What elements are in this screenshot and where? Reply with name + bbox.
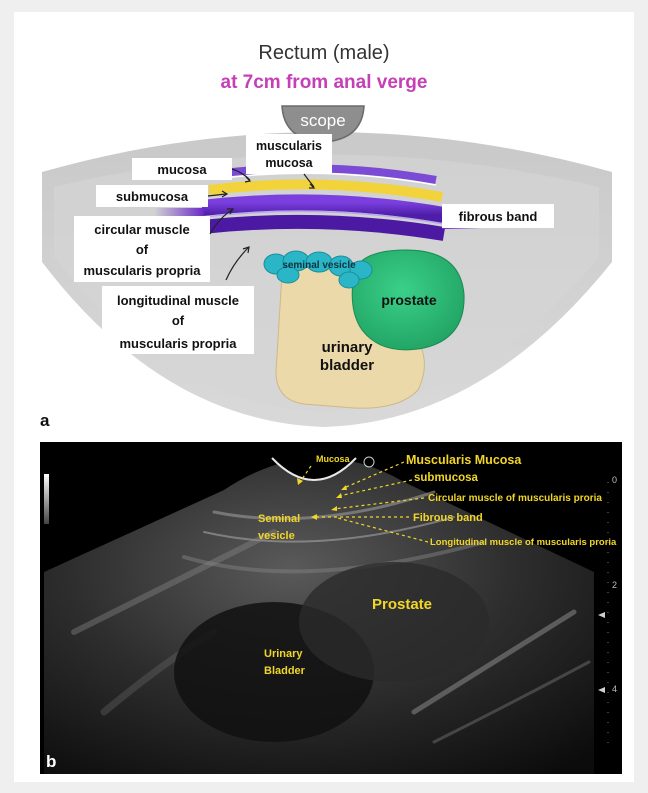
probe-arc <box>272 458 356 480</box>
us-longitudinal-label: Longitudinal muscle of muscularis proria <box>430 537 617 548</box>
ultrasound-sector <box>44 458 594 774</box>
depth-marker-2 <box>598 687 605 693</box>
depth-marker-1 <box>598 612 605 618</box>
prostate-region <box>299 562 489 682</box>
svg-text:fibrous band: fibrous band <box>459 209 538 224</box>
scope-label: scope <box>300 111 345 130</box>
label-box-submucosa: submucosa <box>96 185 208 207</box>
depth-label-4: 4 <box>612 684 617 694</box>
bladder-dark-region <box>174 602 374 742</box>
svg-text:of: of <box>172 313 185 328</box>
label-box-muscularis-mucosa: muscularis mucosa <box>246 134 332 174</box>
figure-card: scope Rectum (male) at 7cm from anal ver… <box>14 12 634 782</box>
ultrasound-leader-arrowheads <box>297 478 347 520</box>
us-submucosa-label: submucosa <box>414 472 479 484</box>
svg-text:mucosa: mucosa <box>265 156 313 170</box>
svg-text:of: of <box>136 242 149 257</box>
us-seminal-label-line1: Seminal <box>258 513 300 525</box>
us-bladder-label-line2: Bladder <box>264 665 306 677</box>
depth-label-0: 0 <box>612 475 617 485</box>
seminal-vesicle-label: seminal vesicle <box>282 260 356 271</box>
svg-text:mucosa: mucosa <box>157 162 207 177</box>
us-mucosa-label: Mucosa <box>316 454 351 464</box>
panel-a-subtitle: at 7cm from anal verge <box>221 72 428 93</box>
panel-b-letter: b <box>46 752 56 771</box>
svg-text:muscularis propria: muscularis propria <box>83 263 201 278</box>
us-muscularis-mucosa-label: Muscularis Mucosa <box>406 453 522 467</box>
svg-text:submucosa: submucosa <box>116 189 189 204</box>
depth-label-2: 2 <box>612 580 617 590</box>
focus-marker <box>364 457 374 467</box>
tissue-texture <box>74 492 589 742</box>
us-fibrous-label: Fibrous band <box>413 512 483 524</box>
label-box-fibrous-band: fibrous band <box>442 204 554 228</box>
label-box-mucosa: mucosa <box>132 158 232 180</box>
us-circular-label: Circular muscle of muscularis proria <box>428 493 602 504</box>
svg-text:muscularis propria: muscularis propria <box>119 336 237 351</box>
panel-a-letter: a <box>40 411 50 430</box>
us-seminal-label-line2: vesicle <box>258 530 295 542</box>
svg-text:circular muscle: circular muscle <box>94 222 189 237</box>
svg-text:longitudinal muscle: longitudinal muscle <box>117 293 239 308</box>
grayscale-bar <box>44 474 49 524</box>
label-box-longitudinal-muscle: longitudinal muscle of muscularis propri… <box>102 286 254 354</box>
us-bladder-label-line1: Urinary <box>264 648 303 660</box>
prostate-label: prostate <box>381 292 436 308</box>
bladder-label-line1: urinary <box>322 339 374 356</box>
ultrasound-frame <box>40 442 622 774</box>
depth-scale: 0 2 4 <box>598 475 617 752</box>
label-box-circular-muscle: circular muscle of muscularis propria <box>74 216 210 282</box>
panel-a-diagram: scope Rectum (male) at 7cm from anal ver… <box>14 12 634 432</box>
panel-a-title: Rectum (male) <box>258 42 389 64</box>
svg-text:muscularis: muscularis <box>256 139 322 153</box>
us-prostate-label: Prostate <box>372 596 432 613</box>
bladder-label-line2: bladder <box>320 357 374 374</box>
ultrasound-leader-lines <box>300 462 428 542</box>
